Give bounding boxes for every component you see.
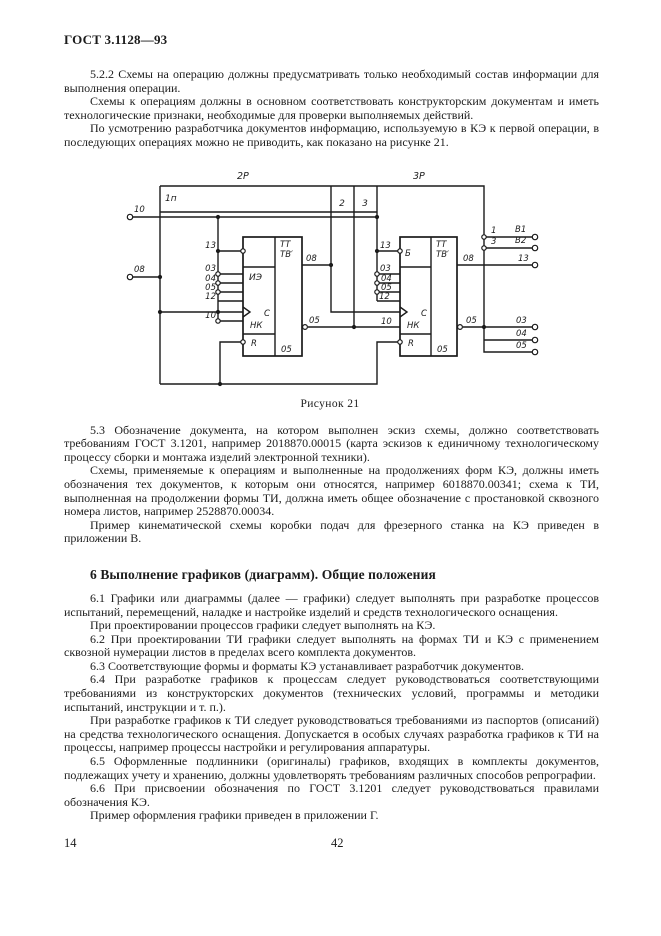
right-bottom-05: 05 — [437, 345, 448, 355]
paragraph-6-5: 6.5 Оформленные подлинники (оригиналы) г… — [64, 754, 599, 782]
figure-caption: Рисунок 21 — [300, 398, 359, 410]
paragraph-5-3: 5.3 Обозначение документа, на котором вы… — [64, 422, 599, 464]
right-pin-05: 05 — [381, 283, 392, 293]
left-block-label-c: С — [264, 309, 270, 319]
paragraph: Схемы, применяемые к операциям и выполне… — [64, 463, 599, 519]
cell-label-2: 2 — [339, 199, 345, 209]
paragraph: По усмотрению разработчика документов ин… — [64, 121, 599, 149]
clock-input-chevron-icon — [242, 305, 252, 318]
left-block-label-ie: ИЭ — [249, 273, 263, 283]
output-label-03: 03 — [516, 316, 527, 326]
clock-input-chevron-icon — [399, 305, 409, 318]
block-label-1p: 1п — [165, 194, 177, 204]
paragraph: Пример оформления графики приведен в при… — [90, 808, 379, 823]
left-pin-05: 05 — [205, 283, 216, 293]
paragraph-6-1: 6.1 Графики или диаграммы (далее — графи… — [64, 590, 599, 619]
output-label-04: 04 — [516, 329, 527, 339]
output-label-v2: В2 — [515, 236, 526, 246]
section-6-heading: 6 Выполнение графиков (диаграмм). Общие … — [90, 566, 436, 582]
paragraph-5-2-2: 5.2.2 Схемы на операцию должны предусмат… — [64, 67, 599, 95]
page-footer: 14 42 — [64, 836, 599, 852]
input-label-08: 08 — [134, 265, 145, 275]
right-block-label-tv: ТВ′ — [436, 250, 449, 260]
terminal-circles — [126, 213, 539, 355]
paragraph-6-4: 6.4 При разработке графиков к процессам … — [64, 672, 599, 714]
left-bottom-05: 05 — [281, 345, 292, 355]
rail-label-3p: 3Р — [413, 171, 425, 182]
section-5-3: 5.3 Обозначение документа, на котором вы… — [64, 422, 599, 546]
output-pin-1: 1 — [491, 226, 496, 236]
right-pin-13: 13 — [380, 241, 391, 251]
paragraph: Пример кинематической схемы коробки пода… — [64, 517, 599, 546]
right-block-label-r: R — [408, 339, 414, 349]
output-pin-3: 3 — [491, 237, 496, 247]
figure-labels: 2Р 3Р 1п 2 3 10 08 13 03 04 05 12 10 ИЭ … — [134, 171, 529, 355]
right-pin-10: 10 — [381, 317, 392, 327]
right-out-08: 08 — [463, 254, 474, 264]
right-block-label-nk: НК — [407, 321, 420, 331]
left-trigger-block — [242, 235, 303, 357]
left-block-label-tv: ТВ′ — [280, 250, 293, 260]
left-out-08: 08 — [306, 254, 317, 264]
left-out-05: 05 — [309, 316, 320, 326]
left-pin-10: 10 — [205, 311, 216, 321]
right-block-label-c: С — [421, 309, 427, 319]
cell-label-3: 3 — [362, 199, 368, 209]
junction-dots — [157, 214, 487, 386]
output-label-13: 13 — [518, 254, 529, 264]
right-pin-12: 12 — [379, 292, 390, 302]
left-block-label-nk: НК — [250, 321, 263, 331]
right-pin-03: 03 — [380, 264, 391, 274]
paragraph: При разработке графиков к ТИ следует рук… — [64, 713, 599, 755]
left-pin-03: 03 — [205, 264, 216, 274]
output-label-v1: В1 — [515, 225, 526, 235]
paragraph: Схемы к операциям должны в основном соот… — [64, 94, 599, 122]
wiring-lines — [133, 184, 532, 385]
left-pin-12: 12 — [205, 292, 216, 302]
figure-21-schematic: 2Р 3Р 1п 2 3 10 08 13 03 04 05 12 10 ИЭ … — [85, 164, 599, 416]
paragraph: При проектировании процессов графики сле… — [90, 618, 436, 633]
section-6-body: 6.1 Графики или диаграммы (далее — графи… — [64, 590, 599, 823]
left-pin-04: 04 — [205, 274, 216, 284]
paragraph-6-2: 6.2 При проектировании ТИ графики следуе… — [64, 631, 599, 660]
right-block-label-tt: ТТ — [436, 240, 447, 250]
input-label-10: 10 — [134, 205, 145, 215]
right-pin-04: 04 — [381, 274, 392, 284]
paragraph-6-3: 6.3 Соответствующие формы и форматы КЭ у… — [90, 658, 525, 673]
left-block-label-r: R — [251, 339, 257, 349]
left-pin-13: 13 — [205, 241, 216, 251]
standard-designation: ГОСТ 3.1128—93 — [64, 32, 168, 47]
rail-label-2p: 2Р — [237, 171, 249, 182]
page-number-center: 42 — [331, 836, 344, 850]
page-number-left: 14 — [64, 836, 77, 850]
output-label-05: 05 — [516, 341, 527, 351]
right-trigger-block — [399, 235, 458, 357]
left-block-label-tt: ТТ — [280, 240, 291, 250]
right-block-label-b: Б — [405, 249, 411, 259]
right-out-05: 05 — [466, 316, 477, 326]
section-5-2-2: 5.2.2 Схемы на операцию должны предусмат… — [64, 67, 599, 150]
schematic-svg: 2Р 3Р 1п 2 3 10 08 13 03 04 05 12 10 ИЭ … — [126, 171, 539, 410]
paragraph-6-6: 6.6 При присвоении обозначения по ГОСТ 3… — [64, 781, 599, 809]
